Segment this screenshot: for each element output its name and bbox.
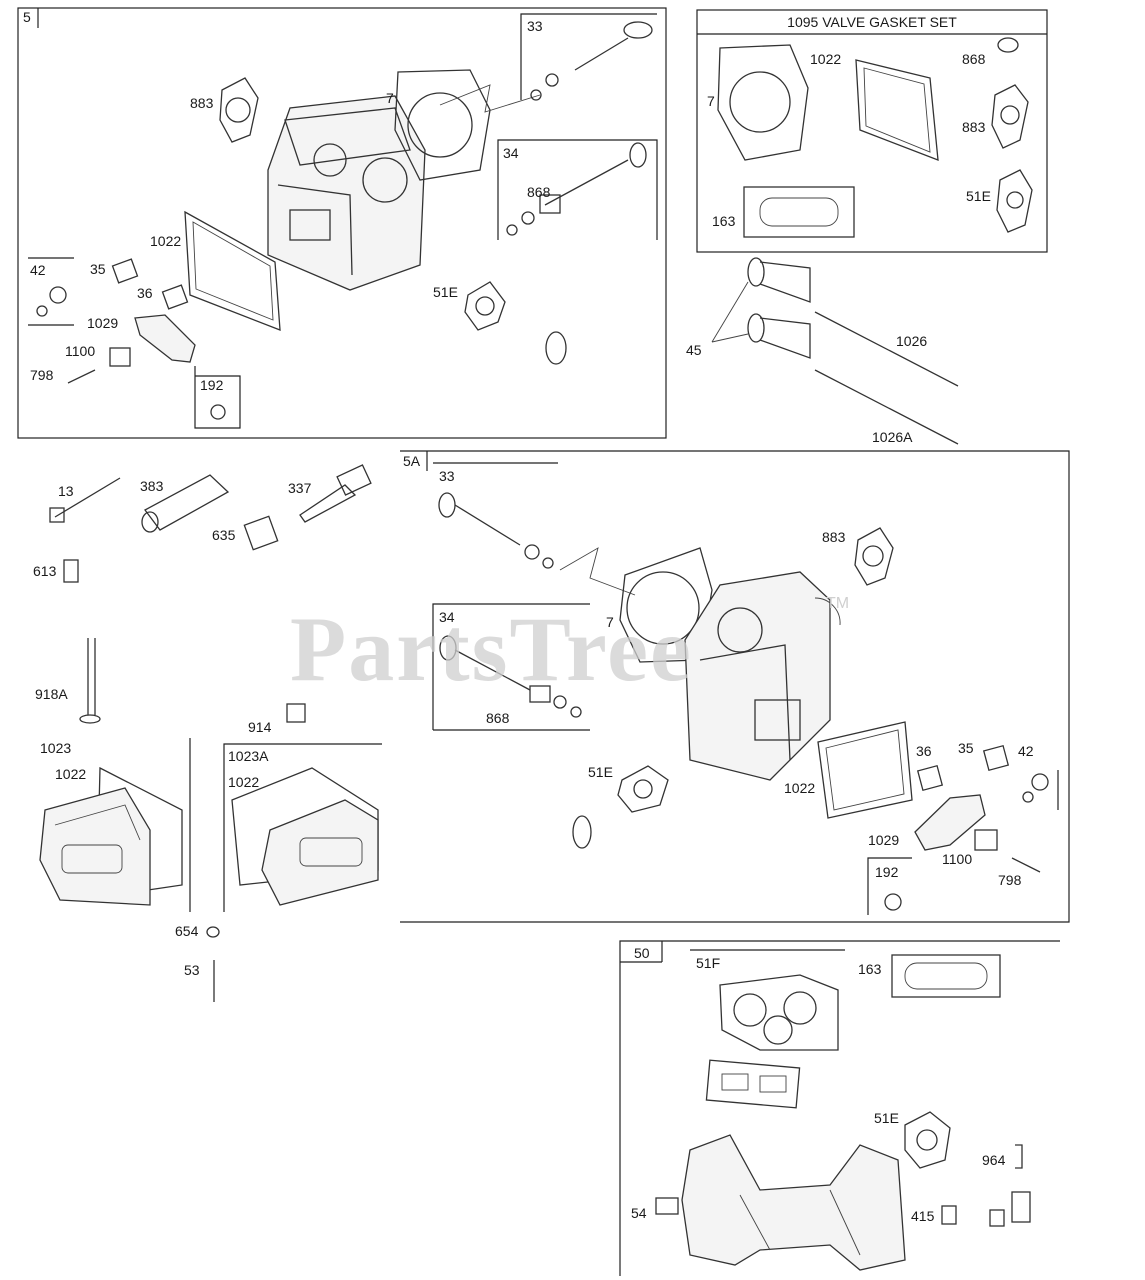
loose-parts — [49, 464, 372, 724]
callout-5a-868: 868 — [486, 710, 510, 726]
group-5-parts — [28, 13, 658, 429]
callout-51F: 51F — [696, 955, 720, 971]
callout-5a-33: 33 — [439, 468, 455, 484]
callout-918A: 918A — [35, 686, 68, 702]
kit-callout-7: 7 — [707, 93, 715, 109]
callout-1100: 1100 — [65, 343, 95, 359]
callout-34: 34 — [503, 145, 519, 161]
callout-1026A: 1026A — [872, 429, 913, 445]
group-5a-frame: 5A — [400, 450, 1070, 923]
callout-5a-42: 42 — [1018, 743, 1034, 759]
group-5a-parts — [432, 462, 1059, 915]
callout-42: 42 — [30, 262, 46, 278]
group-5a-callouts: 33 883 7 34 868 51E 36 35 42 1022 1029 1… — [439, 468, 1034, 888]
callout-36: 36 — [137, 285, 153, 301]
pushrods-and-tubes — [711, 257, 959, 445]
callout-1023: 1023 — [40, 740, 71, 756]
valve-cover-1023A — [206, 743, 382, 1002]
callout-613: 613 — [33, 563, 57, 579]
callout-33: 33 — [527, 18, 543, 34]
group-5-label: 5 — [23, 9, 31, 25]
group-5-frame: 5 — [17, 7, 667, 439]
kit-callout-883: 883 — [962, 119, 986, 135]
kit-callout-1022: 1022 — [810, 51, 841, 67]
kit-callout-868: 868 — [962, 51, 986, 67]
kit-callouts: 1022 868 7 883 51E 163 — [707, 51, 991, 229]
callout-5a-798: 798 — [998, 872, 1022, 888]
left-callouts: 13 383 337 635 613 918A 914 1023 1022 10… — [33, 478, 312, 978]
callout-54: 54 — [631, 1205, 647, 1221]
group-50-parts — [655, 949, 1031, 1271]
watermark-text: PartsTree — [290, 598, 693, 700]
group-50-label: 50 — [634, 945, 650, 961]
watermark: PartsTree TM — [290, 595, 849, 700]
callout-50-163: 163 — [858, 961, 882, 977]
callout-1022: 1022 — [150, 233, 181, 249]
callout-654: 654 — [175, 923, 199, 939]
callout-635: 635 — [212, 527, 236, 543]
callout-5a-35: 35 — [958, 740, 974, 756]
callout-45: 45 — [686, 342, 702, 358]
callout-798: 798 — [30, 367, 54, 383]
callout-5a-7: 7 — [606, 614, 614, 630]
callout-192: 192 — [200, 377, 224, 393]
callout-5a-1029: 1029 — [868, 832, 899, 848]
callout-50-51E: 51E — [874, 1110, 899, 1126]
callout-53: 53 — [184, 962, 200, 978]
group-50-callouts: 51F 163 51E 964 54 415 — [631, 955, 1006, 1224]
callout-5a-1022: 1022 — [784, 780, 815, 796]
callout-868: 868 — [527, 184, 551, 200]
callout-35: 35 — [90, 261, 106, 277]
callout-383: 383 — [140, 478, 164, 494]
kit-callout-51E: 51E — [966, 188, 991, 204]
callout-415: 415 — [911, 1208, 935, 1224]
callout-883: 883 — [190, 95, 214, 111]
callout-1029: 1029 — [87, 315, 118, 331]
kit-parts — [717, 37, 1033, 238]
side-callouts: 45 1026 1026A — [686, 333, 927, 445]
valve-gasket-set-frame: 1095 VALVE GASKET SET — [696, 9, 1048, 253]
callout-914: 914 — [248, 719, 272, 735]
watermark-trademark: TM — [826, 595, 849, 612]
callout-337: 337 — [288, 480, 312, 496]
callout-7: 7 — [386, 90, 394, 106]
callout-5a-51E: 51E — [588, 764, 613, 780]
callout-1023A: 1023A — [228, 748, 269, 764]
callout-5a-883: 883 — [822, 529, 846, 545]
kit-callout-163: 163 — [712, 213, 736, 229]
callout-51E: 51E — [433, 284, 458, 300]
callout-5a-34: 34 — [439, 609, 455, 625]
group-5a-label: 5A — [403, 453, 421, 469]
callout-964: 964 — [982, 1152, 1006, 1168]
callout-5a-192: 192 — [875, 864, 899, 880]
callout-13: 13 — [58, 483, 74, 499]
valve-cover-1023 — [39, 738, 191, 912]
callout-5a-1100: 1100 — [942, 851, 972, 867]
callout-5a-36: 36 — [916, 743, 932, 759]
group-5-callouts: 883 7 33 34 868 1022 42 35 36 1029 1100 … — [30, 18, 551, 393]
callout-1022-a: 1022 — [55, 766, 86, 782]
group-50-frame: 50 — [619, 940, 1060, 1276]
kit-title: 1095 VALVE GASKET SET — [787, 14, 957, 30]
callout-1022-b: 1022 — [228, 774, 259, 790]
callout-1026: 1026 — [896, 333, 927, 349]
